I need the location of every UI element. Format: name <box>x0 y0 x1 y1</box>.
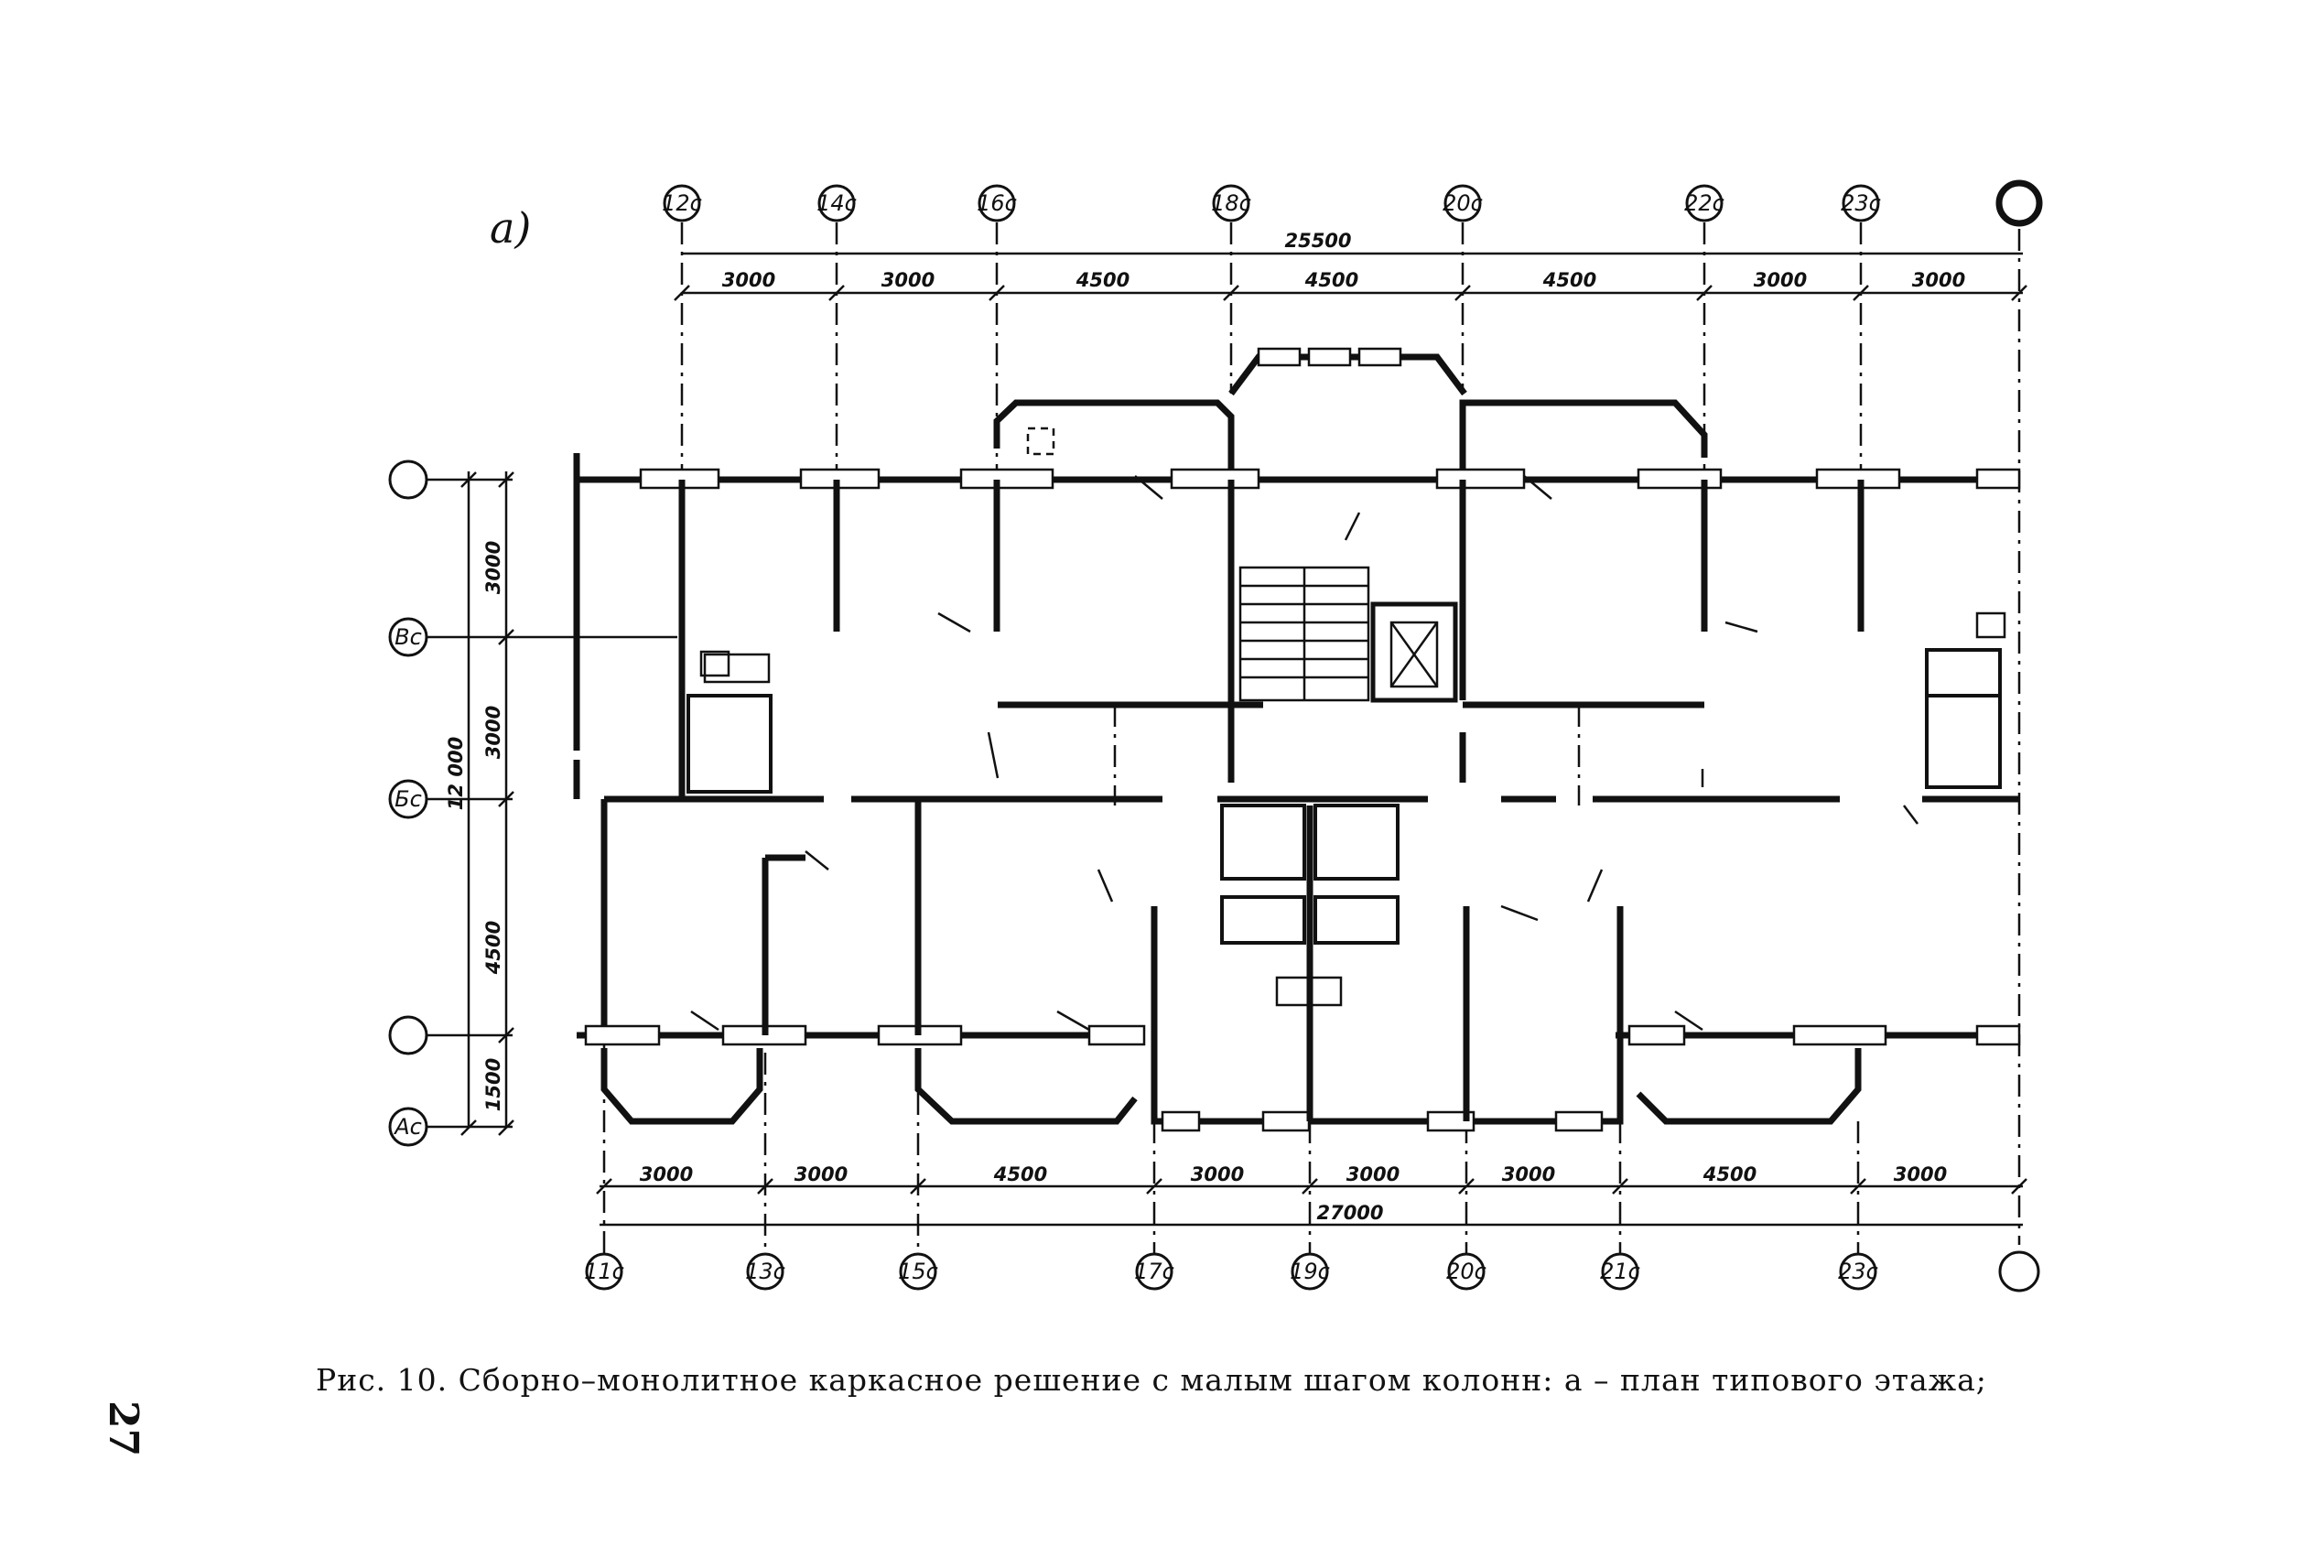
axis-marker-left-mid <box>388 1015 428 1055</box>
figure-label: а) <box>490 203 531 253</box>
dimension-top: 3000 <box>722 269 775 291</box>
axis-marker-20c <box>1443 184 1482 222</box>
axis-marker-12c <box>663 184 701 222</box>
axis-label: Вс <box>395 624 422 650</box>
axis-marker-23c <box>1842 184 1880 222</box>
dimension-bottom: 3000 <box>1191 1163 1244 1185</box>
axis-label: 20с <box>1446 1259 1486 1284</box>
dimension-top: 3000 <box>1912 269 1965 291</box>
dimension-top: 3000 <box>1754 269 1807 291</box>
axis-marker-13c <box>746 1252 784 1291</box>
exterior-walls <box>573 353 2019 1125</box>
door-swings <box>690 475 1919 1032</box>
axis-label: 13с <box>745 1259 785 1284</box>
figure-caption: Рис. 10. Сборно–монолитное каркасное реш… <box>316 1362 1987 1398</box>
axis-marker-left-top <box>388 460 428 500</box>
axis-marker-17c <box>1135 1252 1173 1291</box>
stair <box>1238 566 1370 702</box>
dimension-left: 4500 <box>482 921 504 975</box>
axis-label: 21с <box>1600 1259 1640 1284</box>
dimension-bottom: 3000 <box>640 1163 693 1185</box>
axis-label: 14с <box>816 190 857 216</box>
dimension-top: 4500 <box>1304 269 1358 291</box>
top-axis-markers: 12с 14с 16с 18с 20с 22с 23с <box>662 179 2043 227</box>
axis-marker-20c-bottom <box>1447 1252 1486 1291</box>
axis-label: 18с <box>1211 190 1251 216</box>
dimension-top: 3000 <box>881 269 935 291</box>
axis-label: Ас <box>393 1114 422 1140</box>
axis-marker-23c-bottom <box>1839 1252 1877 1291</box>
overall-dimension-top: 25500 <box>1284 230 1351 252</box>
bathrooms <box>686 427 2006 1007</box>
axis-label: 23с <box>1841 190 1881 216</box>
dimension-bottom: 4500 <box>993 1163 1047 1185</box>
axis-marker-end <box>1995 179 2043 227</box>
page-number: 27 <box>100 1400 146 1457</box>
windows-top <box>639 347 2021 490</box>
axis-label: 17с <box>1134 1259 1174 1284</box>
dimension-bottom: 3000 <box>1502 1163 1555 1185</box>
axis-marker-18c <box>1212 184 1250 222</box>
axis-marker-19c <box>1291 1252 1329 1291</box>
dimension-bottom: 4500 <box>1702 1163 1757 1185</box>
axis-label: 12с <box>662 190 702 216</box>
vertical-grid-lines <box>602 222 2021 1254</box>
overall-dimension-bottom: 27000 <box>1316 1202 1383 1224</box>
bottom-axis-markers: 11с 13с 15с 17с 19с 20с 21с 23с <box>584 1250 2040 1292</box>
axis-label: 15с <box>898 1259 938 1284</box>
axis-marker-16c <box>978 184 1016 222</box>
axis-marker-21c <box>1601 1252 1639 1291</box>
left-dimensions: 12 000 3000 3000 4500 1500 <box>427 471 677 1136</box>
dimension-top: 4500 <box>1076 269 1130 291</box>
left-axis-markers: Вс Бс Ас <box>388 460 428 1147</box>
dimension-left: 3000 <box>482 541 504 594</box>
axis-marker-11c <box>585 1252 623 1291</box>
bay-windows <box>600 1048 1862 1125</box>
dimension-bottom: 3000 <box>794 1163 848 1185</box>
axis-marker-14c <box>817 184 856 222</box>
axis-label: 16с <box>977 190 1017 216</box>
dimension-left: 3000 <box>482 706 504 759</box>
overall-dimension-left: 12 000 <box>445 737 467 810</box>
top-dimensions: 25500 3000 3000 4500 4500 4500 3000 3000 <box>674 230 2027 301</box>
interior-walls <box>604 480 2019 1121</box>
dimension-left: 1500 <box>482 1058 504 1111</box>
axis-marker-22c <box>1685 184 1724 222</box>
dimension-bottom: 3000 <box>1346 1163 1400 1185</box>
axis-label: 19с <box>1290 1259 1330 1284</box>
axis-marker-end-bottom <box>1998 1250 2040 1292</box>
axis-label: 11с <box>584 1259 624 1284</box>
elevator <box>1370 601 1458 703</box>
axis-label: Бс <box>395 786 422 812</box>
windows-bottom <box>584 1024 2021 1132</box>
axis-label: 23с <box>1838 1259 1878 1284</box>
axis-marker-15c <box>899 1252 937 1291</box>
axis-label: 20с <box>1443 190 1483 216</box>
dimension-top: 4500 <box>1542 269 1596 291</box>
bottom-dimensions: 3000 3000 4500 3000 3000 3000 4500 3000 … <box>596 1163 2027 1227</box>
axis-label: 22с <box>1684 190 1724 216</box>
dimension-bottom: 3000 <box>1894 1163 1947 1185</box>
